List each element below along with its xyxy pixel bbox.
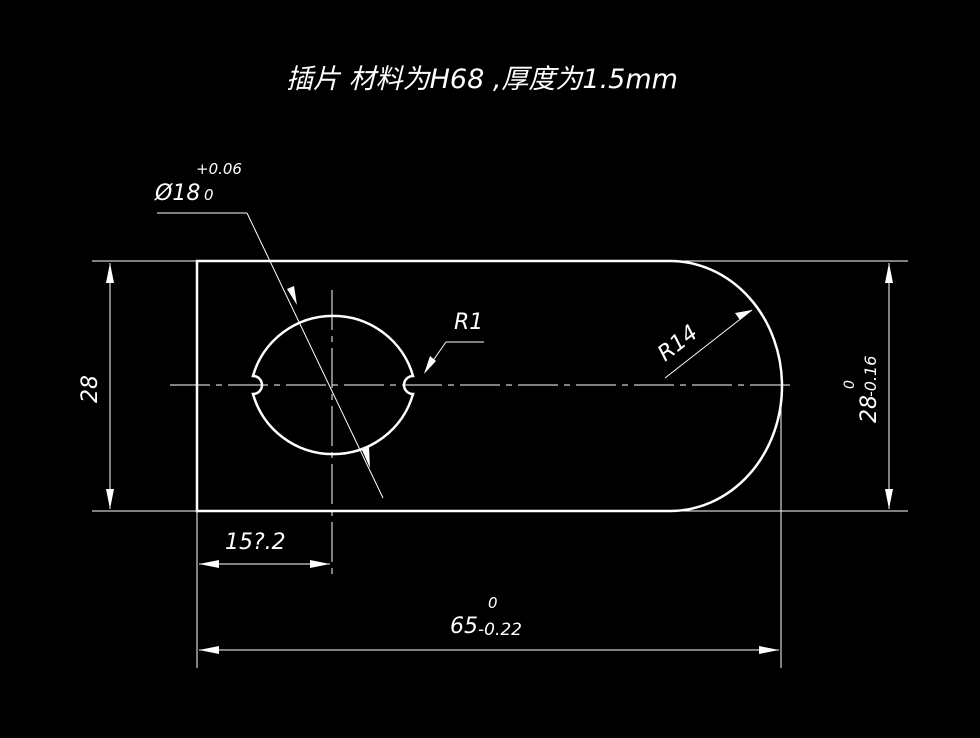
r1-label: R1	[454, 310, 483, 335]
height-label-right-group: 28 0 -0.16	[842, 356, 882, 423]
length-tol-lower: -0.22	[478, 620, 522, 640]
arrow-head	[885, 489, 893, 509]
arrow-head	[362, 447, 370, 468]
r14-leader-line	[664, 309, 753, 379]
diameter-leader-line	[246, 212, 384, 499]
arrow-head	[199, 560, 219, 568]
hole-offset-label: 15?.2	[225, 530, 286, 555]
height-tol-upper: 0	[842, 380, 858, 389]
hole-outline	[251, 314, 415, 456]
part-outline	[195, 259, 784, 513]
arrow-head	[759, 646, 779, 654]
length-tol-upper: 0	[488, 594, 498, 612]
arrow-head	[106, 263, 114, 283]
diameter-label: Ø18	[154, 181, 200, 206]
height-label-left: 28	[78, 375, 103, 403]
length-label: 65	[450, 614, 478, 639]
diameter-tol-upper: +0.06	[196, 160, 242, 178]
arrow-head	[885, 263, 893, 283]
drawing-title: 插片 材料为H68 ,厚度为1.5mm	[286, 64, 678, 95]
arrow-head	[106, 489, 114, 509]
arrow-head	[287, 286, 297, 305]
arrow-head	[310, 560, 330, 568]
diameter-tol-lower: 0	[204, 186, 214, 204]
height-tol-lower: -0.16	[861, 356, 880, 397]
arrow-head	[199, 646, 219, 654]
arrow-head	[424, 356, 436, 374]
height-label-right: 28	[857, 395, 882, 423]
r14-label: R14	[653, 320, 702, 366]
arrow-head	[735, 310, 752, 320]
